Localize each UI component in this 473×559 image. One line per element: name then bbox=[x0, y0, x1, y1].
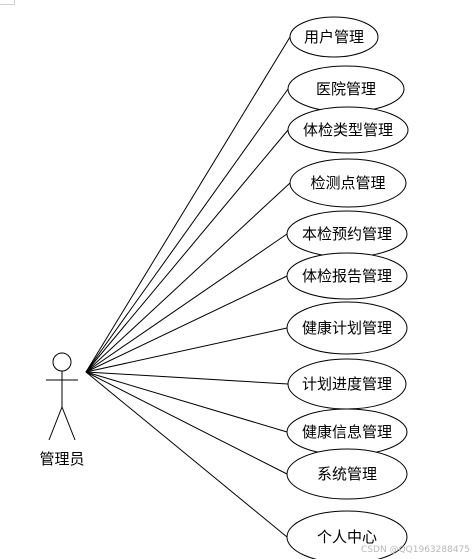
use-case: 医院管理 bbox=[287, 65, 405, 113]
actor-label: 管理员 bbox=[39, 450, 84, 468]
use-case: 个人中心 bbox=[286, 510, 408, 559]
use-case-label: 体检类型管理 bbox=[303, 121, 393, 139]
corner-mark bbox=[0, 0, 15, 5]
association-line bbox=[85, 182, 291, 373]
use-case-label: 医院管理 bbox=[316, 80, 376, 98]
use-case-ellipse bbox=[286, 252, 408, 300]
association-line bbox=[85, 371, 288, 475]
use-case-label: 计划进度管理 bbox=[302, 375, 392, 393]
use-case: 体检报告管理 bbox=[286, 252, 408, 300]
actor: 管理员 bbox=[39, 352, 85, 468]
use-case-label: 健康计划管理 bbox=[302, 319, 392, 337]
association-line bbox=[85, 36, 291, 373]
actor-left-leg bbox=[48, 406, 63, 441]
use-case-label: 检测点管理 bbox=[310, 174, 385, 192]
association-line bbox=[85, 88, 289, 373]
use-case-label: 健康信息管理 bbox=[302, 423, 392, 441]
use-case-label: 系统管理 bbox=[317, 465, 377, 483]
use-case: 健康信息管理 bbox=[286, 408, 408, 456]
use-case-ellipse bbox=[287, 106, 409, 154]
association-line bbox=[85, 327, 288, 373]
use-cases: 用户管理医院管理体检类型管理检测点管理本检预约管理体检报告管理健康计划管理计划进… bbox=[286, 16, 409, 559]
use-case-ellipse bbox=[286, 448, 408, 500]
use-case: 系统管理 bbox=[286, 448, 408, 500]
association-line bbox=[85, 371, 288, 433]
actor-head bbox=[52, 352, 72, 372]
actor-right-leg bbox=[61, 406, 76, 441]
use-case-label: 本检预约管理 bbox=[302, 225, 392, 243]
use-case-label: 个人中心 bbox=[317, 528, 377, 546]
use-case: 用户管理 bbox=[289, 16, 379, 58]
use-case-ellipse bbox=[286, 510, 408, 559]
association-line bbox=[85, 129, 289, 373]
association-line bbox=[85, 371, 288, 538]
use-case: 体检类型管理 bbox=[287, 106, 409, 154]
use-case: 本检预约管理 bbox=[286, 210, 408, 258]
use-case-ellipse bbox=[286, 301, 408, 355]
association-line bbox=[85, 275, 288, 373]
use-case-ellipse bbox=[289, 158, 407, 208]
use-case: 检测点管理 bbox=[289, 158, 407, 208]
association-line bbox=[85, 371, 289, 385]
use-case: 计划进度管理 bbox=[287, 358, 407, 410]
association-lines bbox=[85, 36, 291, 538]
use-case-label: 体检报告管理 bbox=[302, 267, 392, 285]
use-case-label: 用户管理 bbox=[304, 28, 364, 46]
use-case: 健康计划管理 bbox=[286, 301, 408, 355]
use-case-ellipse bbox=[289, 16, 379, 58]
watermark: CSDN @QQ1963288475 bbox=[361, 545, 470, 555]
association-line bbox=[85, 233, 288, 373]
